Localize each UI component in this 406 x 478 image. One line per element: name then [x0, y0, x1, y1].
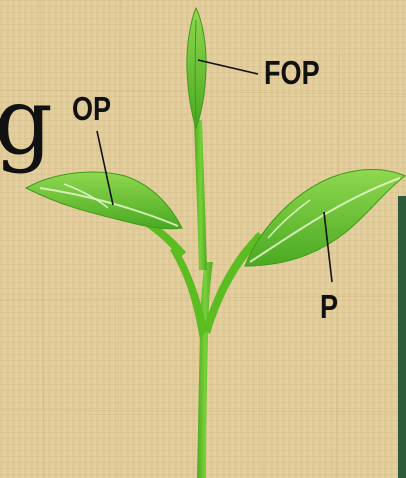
right-edge-strip: [398, 196, 406, 478]
partial-edge-glyph: g: [0, 76, 53, 168]
op-label: OP: [72, 90, 111, 128]
p-label: P: [320, 288, 338, 326]
fop-label: FOP: [264, 54, 320, 92]
